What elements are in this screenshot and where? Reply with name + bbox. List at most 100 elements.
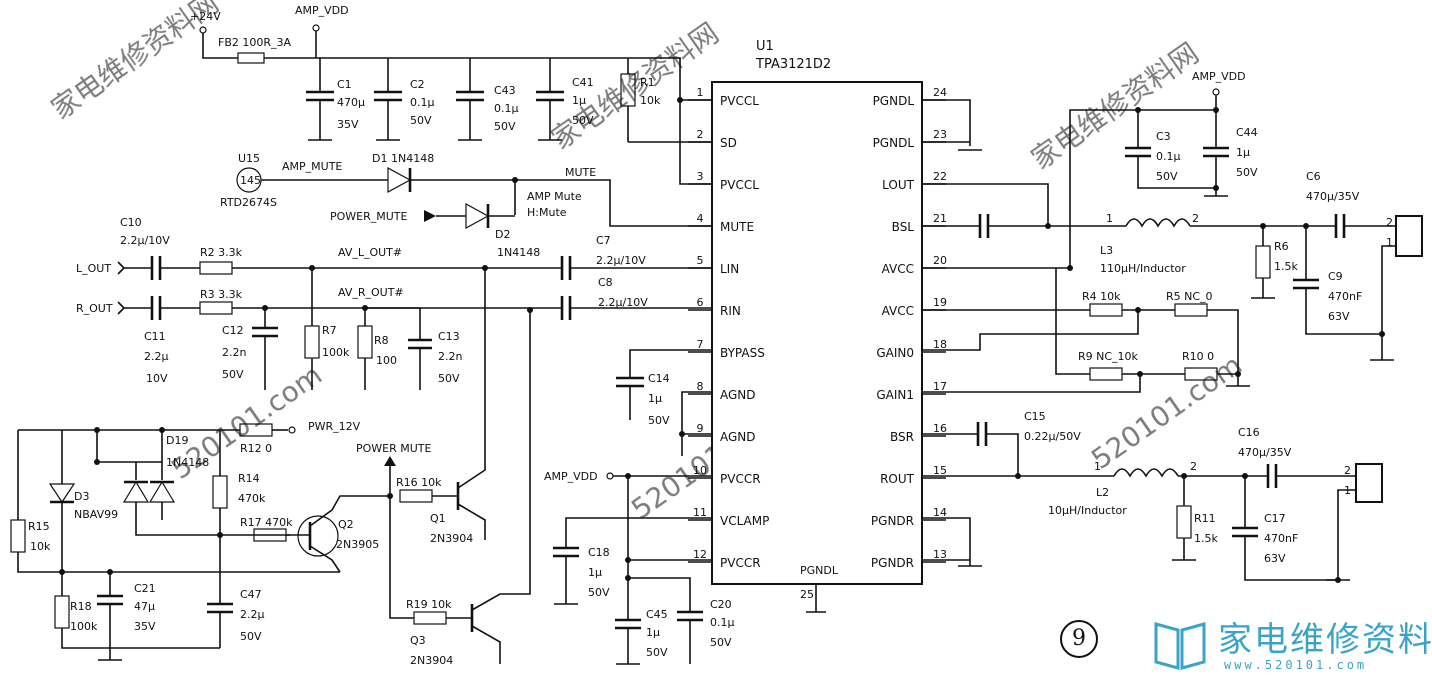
l3-inductor [1125,218,1191,228]
left-output-section: AMP_VDD C3 0.1µ 50V C44 1µ 50V 1 2 L3 11… [922,70,1423,393]
r10-label: R10 0 [1182,350,1214,363]
svg-text:50V: 50V [410,114,432,127]
l3-value: 110µH/Inductor [1100,262,1186,275]
pin-number: 3 [697,170,704,183]
logo-text: 家电维修资料网 [1218,620,1432,660]
ic-ref: U1 [756,39,774,54]
net-amp-vdd-terminal [312,24,320,32]
c11-value: 2.2µ [144,350,169,363]
r2-label: R2 3.3k [200,246,243,259]
c13-ref: C13 [438,330,460,343]
pin-name: GAIN1 [876,388,914,402]
r16-label: R16 10k [396,476,442,489]
net-amp-vdd-right-label: AMP_VDD [1192,70,1246,83]
r15-value: 10k [30,540,51,553]
pin-number: 8 [697,380,704,393]
r17-label: R17 470k [240,516,293,529]
svg-text:0.1µ: 0.1µ [410,96,435,109]
r11-ref: R11 [1194,512,1216,525]
left-speaker-connector [1395,215,1423,257]
c7-ref: C7 [596,234,611,247]
pin-number: 23 [933,128,947,141]
c6-value: 470µ/35V [1306,190,1360,203]
junction [677,97,683,103]
c21-value: 47µ [134,600,155,613]
c8-value: 2.2µ/10V [598,296,648,309]
c6-ref: C6 [1306,170,1321,183]
pin-name: AVCC [882,304,914,318]
c20-ref: C20 [710,598,732,611]
c18-voltage: 50V [588,586,610,599]
c13-value: 2.2n [438,350,462,363]
pin-name: BSL [892,220,915,234]
pin-number: 9 [697,422,704,435]
d2-part: 1N4148 [497,246,540,259]
pin-name: PVCCR [720,556,761,570]
pin-number: 18 [933,338,947,351]
r18-resistor [54,595,70,629]
c17-value: 470nF [1264,532,1298,545]
pin-25-name: PGNDL [800,564,839,577]
pin-number: 11 [693,506,707,519]
l2-value: 10µH/Inductor [1048,504,1127,517]
c15-ref: C15 [1024,410,1046,423]
fb2-label: FB2 100R_3A [218,36,292,49]
net-av-l-label: AV_L_OUT# [338,246,402,259]
r14-ref: R14 [238,472,260,485]
c21-voltage: 35V [134,620,156,633]
pin-name: MUTE [720,220,754,234]
right-output-section: C15 0.22µ/50V 1 2 L2 10µH/Inductor C16 4… [922,410,1383,583]
wire-mute [515,179,712,227]
svg-text:1µ: 1µ [572,94,586,107]
pin-number: 6 [697,296,704,309]
net-av-r-label: AV_R_OUT# [338,286,404,299]
c3-value: 0.1µ [1156,150,1181,163]
figure-number: 9 [1060,620,1098,658]
c9-ref: C9 [1328,270,1343,283]
svg-text:50V: 50V [572,114,594,127]
input-section: L_OUT R_OUT C10 2.2µ/10V R2 3.3k AV_L_OU… [76,216,712,390]
mute-note-1: AMP Mute [527,190,582,203]
pin-number: 12 [693,548,707,561]
c7-value: 2.2µ/10V [596,254,646,267]
d19-diode-b [148,480,176,503]
r4-resistor [1089,303,1123,317]
r6-resistor [1255,245,1271,279]
net-power-mute-2-label: POWER MUTE [356,442,432,455]
mute-section: 145 U15 RTD2674S AMP_MUTE D1 1N4148 MUTE… [220,152,712,259]
pin-number: 20 [933,254,947,267]
c16-ref: C16 [1238,426,1260,439]
c41-capacitor: C41 1µ 50V [536,58,594,141]
l3-pin2: 2 [1192,212,1199,225]
c47-value: 2.2µ [240,608,265,621]
pin-name: PVCCL [720,178,759,192]
c21-ref: C21 [134,582,156,595]
net-r-out-label: R_OUT [76,302,113,315]
r5-label: R5 NC_0 [1166,290,1213,303]
conn-left-pin1: 1 [1386,236,1393,249]
pin-25-number: 25 [800,588,814,601]
q1-ref: Q1 [430,512,446,525]
pin-number: 16 [933,422,947,435]
c12-ref: C12 [222,324,244,337]
d1-label: D1 1N4148 [372,152,434,165]
right-speaker-connector [1355,463,1383,503]
l2-inductor [1113,468,1179,478]
u15-ref: U15 [238,152,260,165]
net-amp-mute-label: AMP_MUTE [282,160,342,173]
r15-ref: R15 [28,520,50,533]
c3-ref: C3 [1156,130,1171,143]
q2-transistor [297,515,339,557]
q2-ref: Q2 [338,518,354,531]
r8-resistor [357,325,373,359]
c44-ref: C44 [1236,126,1258,139]
pin-name: GAIN0 [876,346,914,360]
pin-number: 1 [697,86,704,99]
svg-text:35V: 35V [337,118,359,131]
c45-voltage: 50V [646,646,668,659]
svg-text:C2: C2 [410,78,425,91]
c12-value: 2.2n [222,346,246,359]
svg-text:10k: 10k [640,94,661,107]
q3-ref: Q3 [410,634,426,647]
r8-value: 100 [376,354,397,367]
